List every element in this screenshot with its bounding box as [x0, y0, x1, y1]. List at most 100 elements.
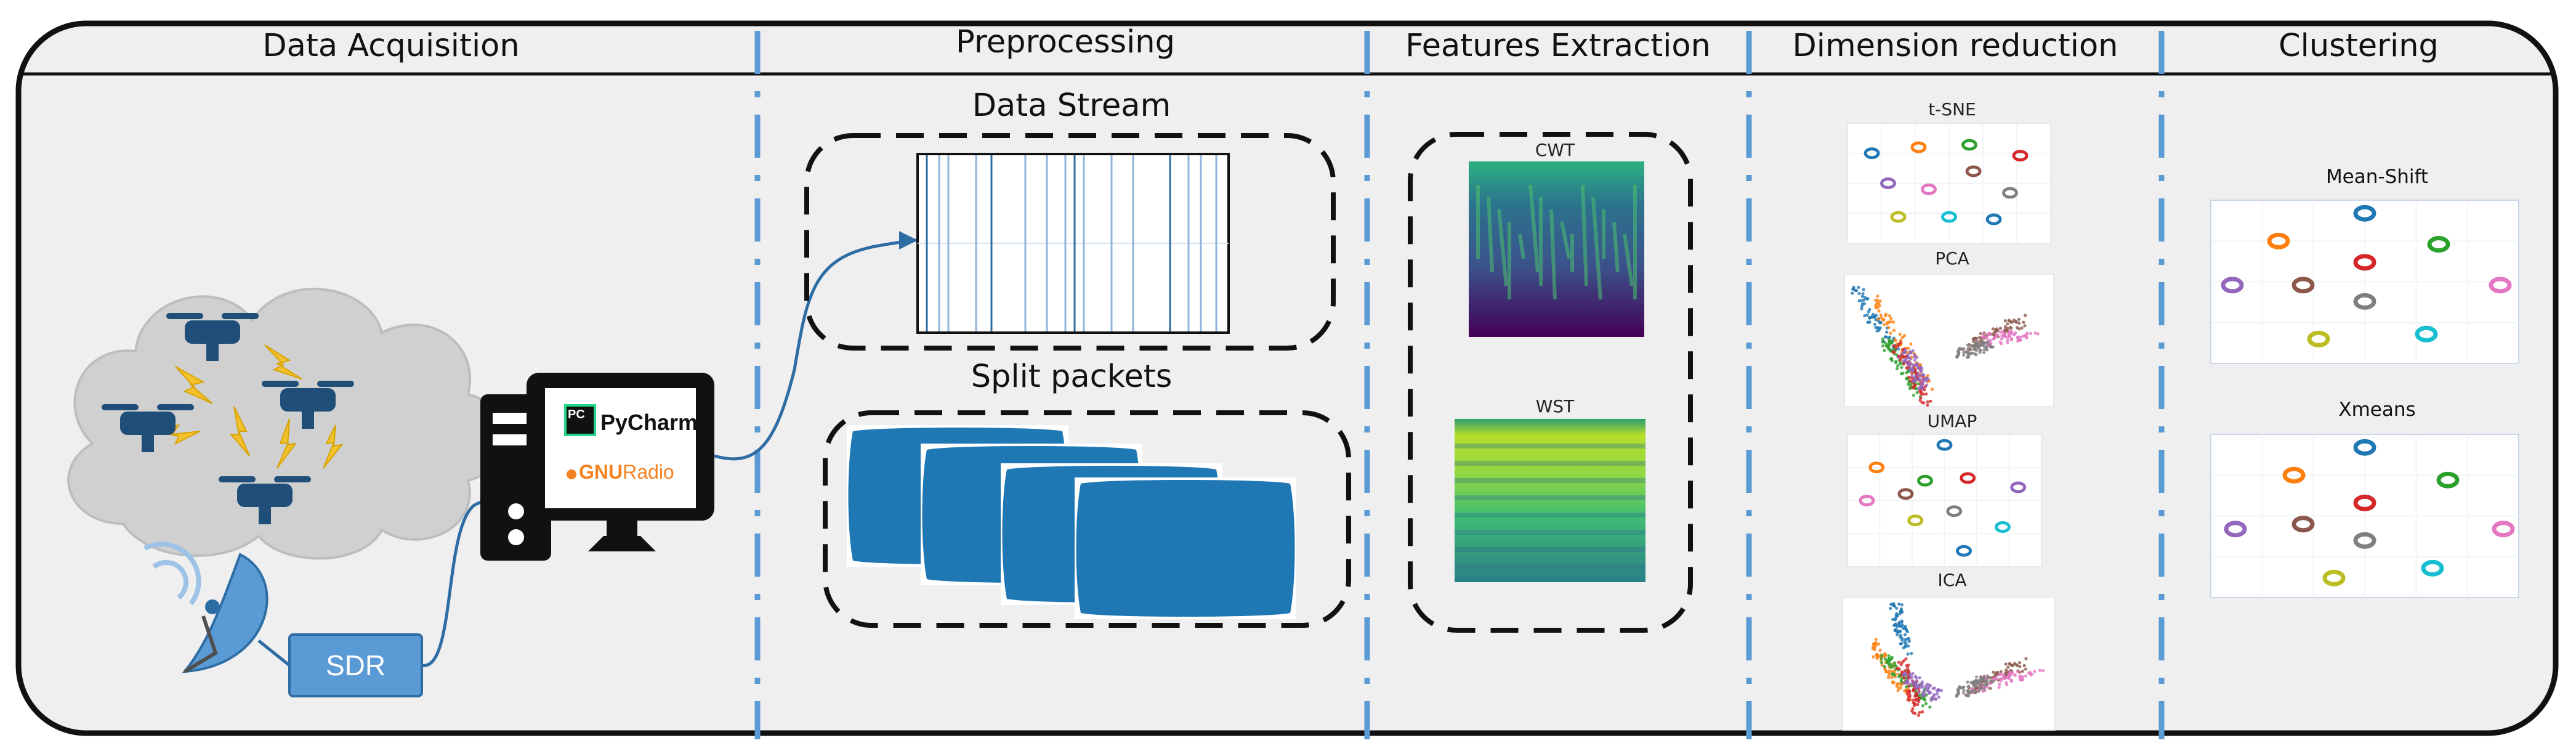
- ica-plot-pt: [1917, 696, 1921, 700]
- ica-plot-pt: [1871, 655, 1875, 659]
- stage-dividers: [754, 31, 2165, 739]
- pca-plot-pt: [1924, 392, 1928, 396]
- ica-plot-pt: [1904, 657, 1908, 661]
- ica-plot-pt: [2018, 665, 2022, 668]
- pca-plot-pt: [1889, 331, 1892, 335]
- ica-plot-pt: [1896, 633, 1899, 636]
- ica-plot-pt: [1906, 698, 1910, 702]
- pca-plot-pt: [1931, 388, 1934, 391]
- mean-shift-plot-cluster-6: [2489, 277, 2512, 294]
- ica-plot-pt: [1906, 667, 1910, 670]
- pca-plot-pt: [1911, 363, 1915, 367]
- wst-band-1: [1455, 461, 1645, 466]
- xmeans-plot-cluster-2: [2436, 471, 2460, 489]
- pca-plot-pt: [1913, 379, 1916, 383]
- pca-plot-pt: [1891, 350, 1895, 354]
- ica-plot-pt: [1884, 670, 1888, 674]
- ica-plot-pt: [2001, 676, 2005, 680]
- pca-plot-pt: [1891, 339, 1894, 343]
- pca-plot-pt: [1865, 313, 1869, 317]
- xmeans-plot-cluster-6: [2492, 521, 2515, 538]
- cwt-scalogram: [1469, 161, 1644, 337]
- ica-plot-pt: [1889, 603, 1893, 606]
- pca-plot-pt: [1900, 365, 1904, 370]
- ica-plot-pt: [1905, 689, 1909, 693]
- pca-plot-pt: [1902, 351, 1905, 354]
- pca-plot-pt: [1907, 363, 1911, 368]
- pca-plot-pt: [1866, 320, 1870, 324]
- ica-plot-pt: [1970, 680, 1974, 684]
- pca-plot-pt: [1974, 339, 1978, 343]
- pca-plot-pt: [1876, 317, 1880, 321]
- satellite-dish-icon: [143, 542, 269, 673]
- pca-plot-pt: [1899, 372, 1904, 376]
- pca-plot-pt: [1998, 340, 2002, 344]
- pca-plot-pt: [1972, 343, 1976, 347]
- mean-shift-plot-cluster-4: [2221, 277, 2244, 294]
- pca-plot-pt: [1998, 330, 2003, 334]
- ica-plot-pt: [1982, 687, 1986, 691]
- ica-plot-pt: [2013, 673, 2017, 677]
- pca-plot-pt: [1898, 358, 1902, 362]
- pca-plot-pt: [1926, 403, 1929, 407]
- ica-plot-pt: [1899, 635, 1902, 639]
- pca-plot-pt: [1889, 320, 1892, 323]
- drone-2: [102, 404, 194, 452]
- pca-plot-pt: [1876, 294, 1880, 298]
- ica-plot-pt: [1978, 688, 1982, 691]
- pca-plot-pt: [2006, 327, 2009, 330]
- cwt-streak-14: [1623, 233, 1634, 286]
- split-packets-frame: [823, 410, 1351, 628]
- data-stream-plot: [916, 153, 1230, 334]
- tsne-plot-cluster-9: [1941, 211, 1957, 223]
- ica-plot-pt: [1916, 702, 1920, 707]
- ica-plot-pt: [1911, 707, 1915, 711]
- ica-plot-pt: [1998, 683, 2001, 686]
- ica-plot-pt: [1911, 672, 1915, 676]
- pca-plot-pt: [1918, 389, 1921, 393]
- ica-plot-pt: [1908, 675, 1912, 678]
- pca-plot-pt: [1916, 371, 1920, 375]
- pca-plot-pt: [1881, 340, 1884, 344]
- ica-plot-pt: [1900, 638, 1904, 642]
- drone-3: [262, 381, 354, 429]
- ica-plot-pt: [2033, 670, 2037, 673]
- pca-plot-pt: [1909, 351, 1913, 355]
- ica-plot-pt: [1992, 670, 1995, 674]
- pca-plot-pt: [1908, 387, 1912, 391]
- ica-plot-pt: [1899, 686, 1903, 690]
- pca-plot-pt: [2017, 317, 2021, 321]
- pca-plot-pt: [1992, 330, 1997, 335]
- pca-plot-pt: [1966, 347, 1970, 351]
- tsne-plot-cluster-3: [2012, 150, 2029, 162]
- ica-plot-pt: [1974, 683, 1977, 686]
- ica-plot-pt: [2024, 657, 2028, 660]
- pca-plot-pt: [1873, 315, 1876, 319]
- ica-plot-pt: [1915, 684, 1918, 688]
- cwt-streak-2: [1497, 209, 1508, 286]
- ica-plot-pt: [1979, 683, 1983, 687]
- cloud-shape: [67, 288, 506, 560]
- pca-plot-pt: [1978, 335, 1982, 339]
- pca-plot-pt: [1926, 400, 1929, 404]
- ica-plot-pt: [1999, 670, 2003, 673]
- pca-plot-pt: [1886, 344, 1889, 348]
- pca-plot-pt: [2004, 325, 2008, 328]
- pca-plot-pt: [1874, 318, 1878, 322]
- ica-plot-pt: [1900, 642, 1904, 646]
- umap-plot-cluster-3: [1960, 472, 1976, 484]
- pca-plot-pt: [1982, 351, 1986, 355]
- xmeans-plot: [2210, 434, 2519, 598]
- ica-plot-pt: [1894, 622, 1898, 626]
- ica-plot-pt: [1904, 625, 1907, 630]
- pca-plot-pt: [2025, 333, 2029, 337]
- ica-plot-pt: [1899, 663, 1903, 667]
- pca-plot-pt: [1978, 351, 1982, 354]
- pca-plot-pt: [1906, 353, 1910, 357]
- tsne-plot: [1847, 123, 2051, 244]
- ica-plot-pt: [1880, 663, 1884, 667]
- ica-plot-pt: [2038, 668, 2042, 672]
- wst-band-0: [1455, 444, 1645, 449]
- umap-plot-cluster-0: [1936, 439, 1953, 451]
- ica-plot-pt: [1890, 676, 1894, 680]
